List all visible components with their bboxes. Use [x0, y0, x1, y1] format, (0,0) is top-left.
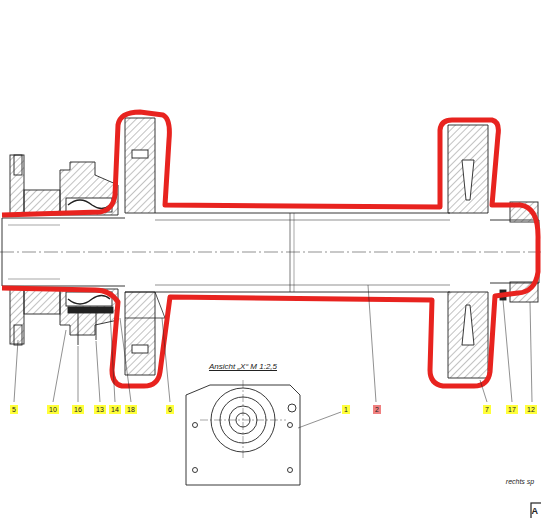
callout-number: 1 [342, 405, 350, 414]
sheet-mark: A [532, 507, 539, 516]
callout-number: 12 [525, 405, 537, 414]
sheet-note: rechts sp [506, 478, 534, 485]
callout-number: 5 [10, 405, 18, 414]
callout-number: 7 [483, 405, 491, 414]
callout-number: 16 [72, 405, 84, 414]
callout-number: 17 [506, 405, 518, 414]
callout-number: 2 [373, 405, 381, 414]
callout-number: 10 [47, 405, 59, 414]
callout-number: 6 [166, 405, 174, 414]
view-title: Ansicht „X“ M 1:2,5 [208, 363, 278, 371]
callout-number: 18 [125, 405, 137, 414]
callout-number: 13 [94, 405, 106, 414]
callout-number: 14 [109, 405, 121, 414]
